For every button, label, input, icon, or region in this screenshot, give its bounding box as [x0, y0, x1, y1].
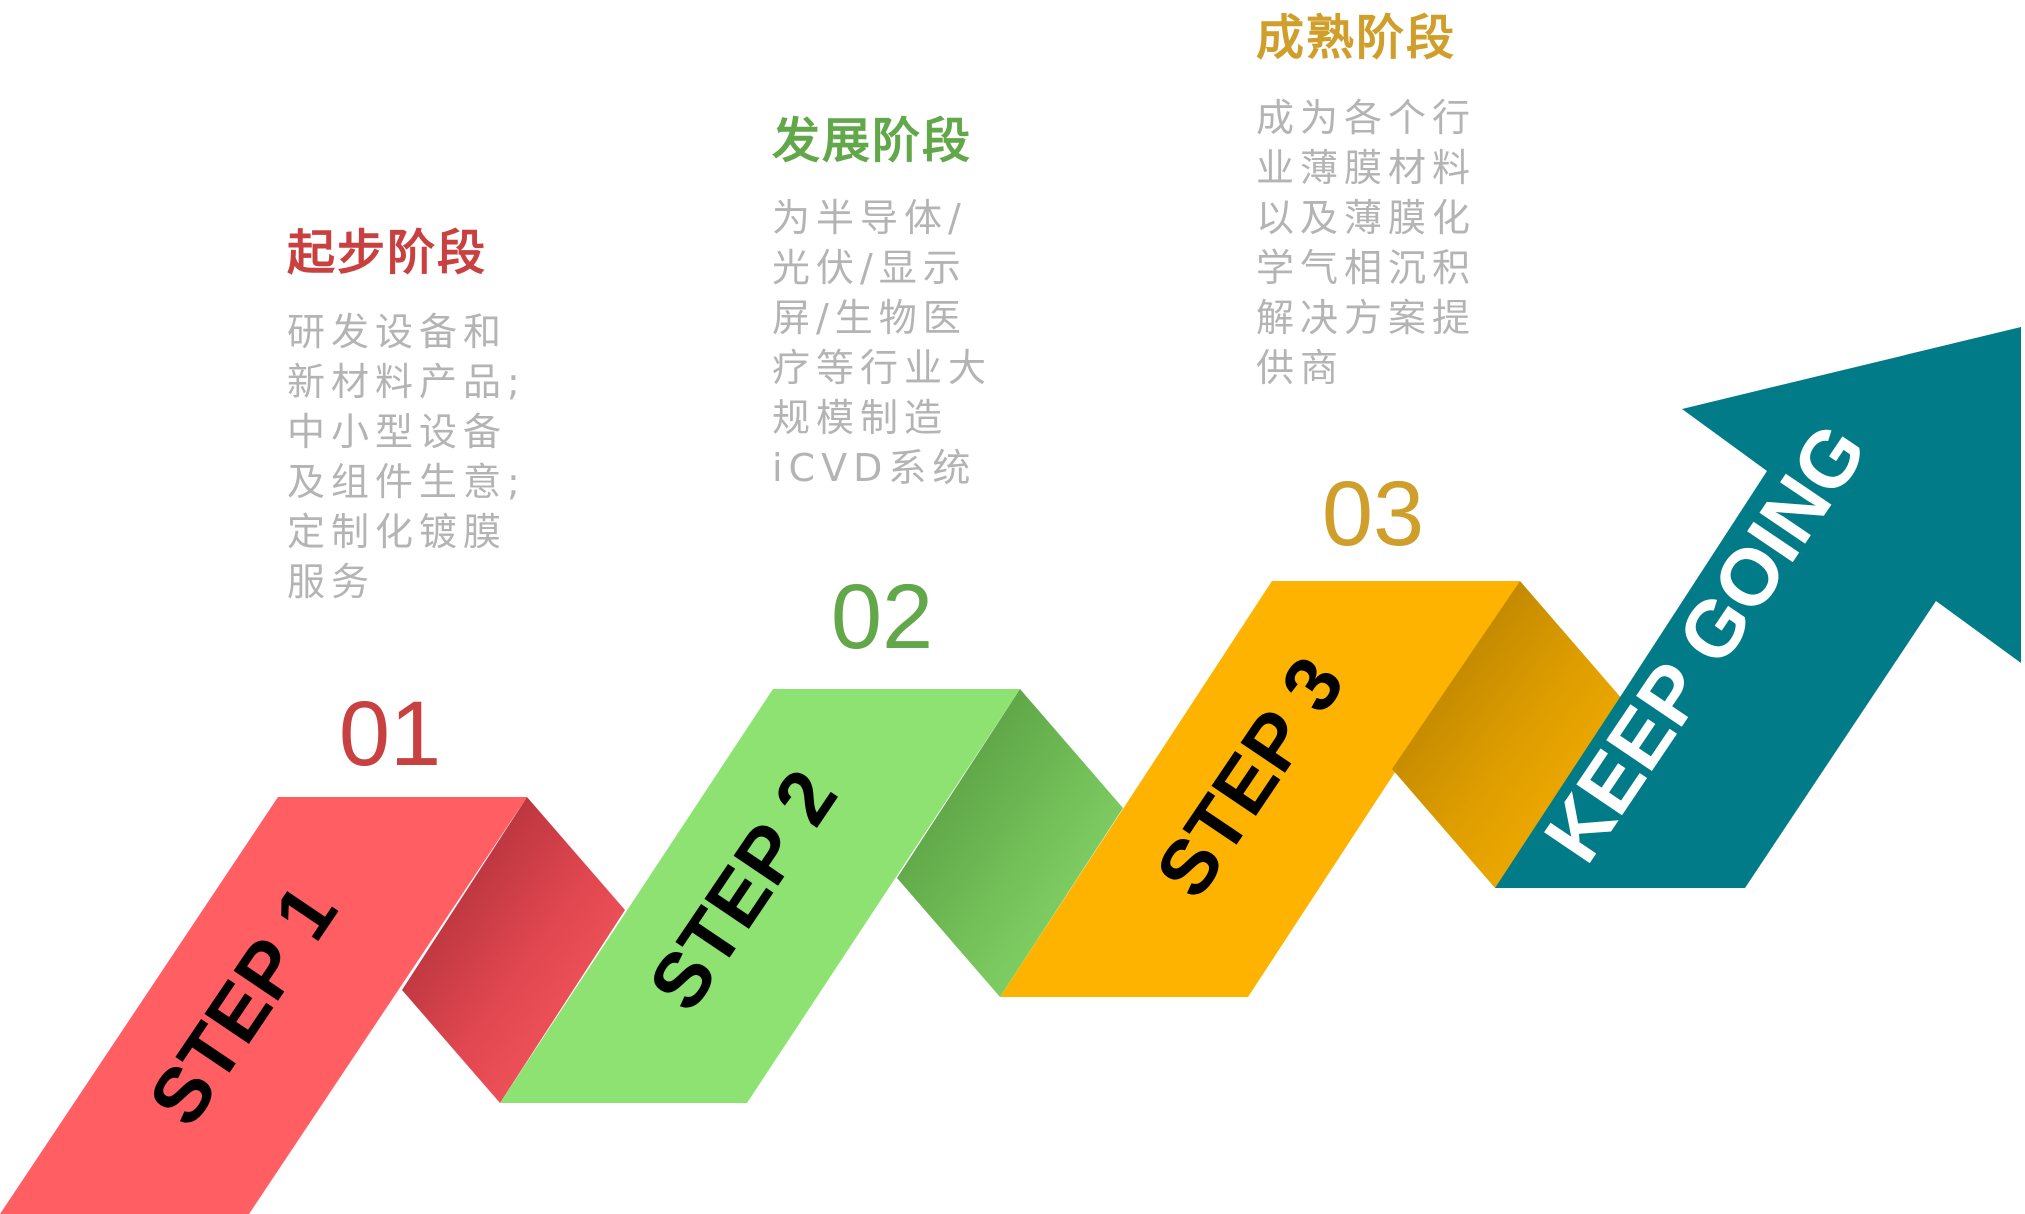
- stage-3-title: 成熟阶段: [1256, 10, 1457, 66]
- keep-going-arrow: [1495, 327, 2021, 888]
- stage-1-description: 研发设备和 新材料产品; 中小型设备 及组件生意; 定制化镀膜 服务: [287, 310, 526, 604]
- step-1-fold: [402, 797, 625, 1103]
- stage-2-title: 发展阶段: [772, 113, 973, 169]
- step-2-fold: [897, 689, 1123, 997]
- stage-1-title: 起步阶段: [287, 225, 488, 281]
- step-3-fold: [1392, 581, 1623, 888]
- step-2-number: 02: [831, 566, 933, 668]
- stage-3-description: 成为各个行 业薄膜材料 以及薄膜化 学气相沉积 解决方案提 供商: [1256, 96, 1477, 390]
- step-3-number: 03: [1322, 463, 1424, 565]
- step-1-number: 01: [339, 683, 441, 785]
- step-3-band: [1000, 581, 1520, 997]
- step-2-band: [500, 689, 1020, 1103]
- stage-2-description: 为半导体/ 光伏/显示 屏/生物医 疗等行业大 规模制造 iCVD系统: [772, 196, 993, 490]
- step-1-band: [0, 797, 527, 1214]
